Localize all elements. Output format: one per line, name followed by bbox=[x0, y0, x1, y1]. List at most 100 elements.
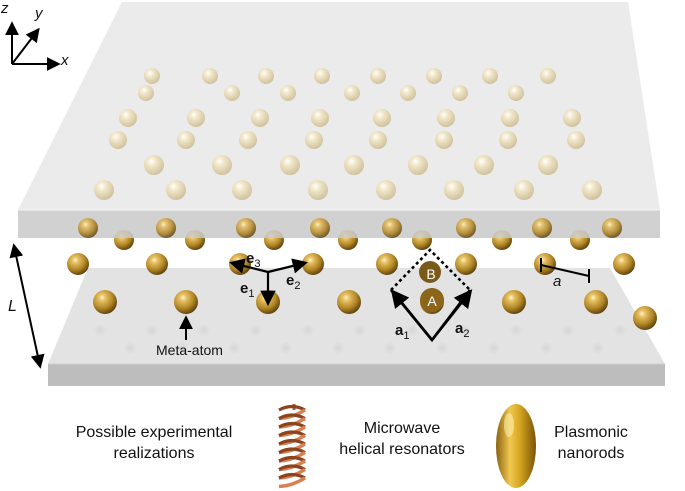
sphere-shadow bbox=[457, 323, 471, 337]
e3-label: e3 bbox=[246, 250, 261, 270]
site-a-label: A bbox=[427, 293, 437, 309]
meta-atom-sphere bbox=[382, 218, 402, 238]
helix-turn-back bbox=[278, 464, 306, 471]
reflected-sphere bbox=[280, 85, 296, 101]
meta-atom-sphere bbox=[310, 218, 330, 238]
e1-label: e1 bbox=[240, 280, 255, 300]
reflected-sphere bbox=[582, 180, 602, 200]
reflected-sphere bbox=[400, 85, 416, 101]
reflected-sphere bbox=[426, 68, 442, 84]
meta-atom-sphere bbox=[502, 290, 526, 314]
realizations-line-2: realizations bbox=[113, 445, 195, 462]
reflected-sphere bbox=[538, 155, 558, 175]
reflected-sphere bbox=[308, 180, 328, 200]
meta-atom-sphere bbox=[236, 218, 256, 238]
reflected-sphere bbox=[94, 180, 114, 200]
reflected-sphere bbox=[144, 68, 160, 84]
meta-atom-sphere bbox=[602, 218, 622, 238]
sphere-shadows bbox=[93, 323, 627, 355]
helix-turn-back bbox=[278, 404, 306, 412]
microwave-caption: Microwave helical resonators bbox=[322, 418, 482, 460]
meta-atom-sphere bbox=[146, 253, 168, 275]
nanorod-icon bbox=[496, 404, 536, 488]
meta-atom-sphere bbox=[67, 253, 89, 275]
sphere-shadow bbox=[93, 323, 107, 337]
site-b-label: B bbox=[426, 266, 436, 282]
reflected-sphere bbox=[344, 155, 364, 175]
lattice-vectors bbox=[390, 289, 473, 341]
e2-label: e2 bbox=[286, 272, 301, 292]
a2-label: a2 bbox=[455, 320, 470, 340]
reflected-sphere bbox=[314, 68, 330, 84]
reflected-sphere bbox=[251, 109, 269, 127]
reflected-sphere bbox=[482, 68, 498, 84]
reflected-sphere bbox=[232, 180, 252, 200]
reflected-sphere bbox=[499, 131, 517, 149]
reflected-sphere bbox=[370, 68, 386, 84]
sphere-shadow bbox=[227, 341, 241, 355]
reflected-sphere bbox=[452, 85, 468, 101]
meta-atom-sphere bbox=[78, 218, 98, 238]
meta-atom-sphere bbox=[302, 253, 324, 275]
microwave-line-1: Microwave bbox=[363, 420, 441, 437]
sphere-row-front bbox=[78, 218, 622, 238]
sphere-shadow bbox=[279, 341, 293, 355]
helix-turn-back bbox=[278, 472, 306, 480]
reflected-sphere bbox=[437, 109, 455, 127]
reflected-sphere bbox=[501, 109, 519, 127]
meta-atom-label: Meta-atom bbox=[156, 342, 223, 358]
helix-turn-back bbox=[278, 447, 306, 454]
microwave-line-2: helical resonators bbox=[339, 441, 465, 458]
sphere-shadow bbox=[435, 341, 449, 355]
meta-atom-sphere bbox=[337, 290, 361, 314]
site-a-sphere bbox=[420, 288, 444, 312]
sphere-shadow bbox=[175, 341, 189, 355]
lattice-constant-label: a bbox=[553, 273, 562, 290]
reflected-spheres bbox=[94, 68, 602, 200]
sphere-shadow bbox=[123, 341, 137, 355]
meta-atom-sphere bbox=[613, 253, 635, 275]
reflected-sphere bbox=[166, 180, 186, 200]
reflected-sphere bbox=[258, 68, 274, 84]
sphere-shadow bbox=[331, 341, 345, 355]
reflected-sphere bbox=[408, 155, 428, 175]
reflected-sphere bbox=[177, 131, 195, 149]
axes-triad bbox=[4, 21, 61, 71]
reflected-sphere bbox=[212, 155, 232, 175]
basis-vectors bbox=[229, 258, 308, 307]
meta-atom-sphere bbox=[532, 218, 552, 238]
sphere-shadow bbox=[405, 323, 419, 337]
sphere-shadow bbox=[353, 323, 367, 337]
helix-turn-front bbox=[278, 476, 306, 489]
helix-turn-back bbox=[278, 430, 306, 437]
reflected-sphere bbox=[109, 131, 127, 149]
site-b-sphere bbox=[419, 261, 441, 283]
reflected-sphere bbox=[508, 85, 524, 101]
reflected-sphere bbox=[369, 131, 387, 149]
bottom-plate bbox=[48, 268, 665, 386]
reflected-sphere bbox=[239, 131, 257, 149]
realizations-line-1: Possible experimental bbox=[75, 424, 233, 441]
thickness-label: L bbox=[8, 298, 17, 315]
reflected-sphere bbox=[474, 155, 494, 175]
a1-label: a1 bbox=[395, 322, 410, 342]
helix-turn-back bbox=[278, 438, 306, 446]
plasmonic-caption: Plasmonic nanorods bbox=[536, 422, 646, 464]
helical-resonator-icon bbox=[278, 404, 306, 489]
helix-turn-back bbox=[278, 413, 306, 420]
sphere-shadow bbox=[509, 323, 523, 337]
sphere-shadow bbox=[561, 323, 575, 337]
reflected-sphere bbox=[540, 68, 556, 84]
sphere-shadow bbox=[613, 323, 627, 337]
meta-atom-sphere bbox=[174, 290, 198, 314]
sphere-shadow bbox=[145, 323, 159, 337]
reflected-sphere bbox=[187, 109, 205, 127]
meta-atom-sphere bbox=[633, 306, 657, 330]
reflected-sphere bbox=[444, 180, 464, 200]
meta-atom-sphere bbox=[455, 253, 477, 275]
plasmonic-line-1: Plasmonic bbox=[554, 424, 628, 441]
reflected-sphere bbox=[280, 155, 300, 175]
sphere-shadow bbox=[591, 341, 605, 355]
